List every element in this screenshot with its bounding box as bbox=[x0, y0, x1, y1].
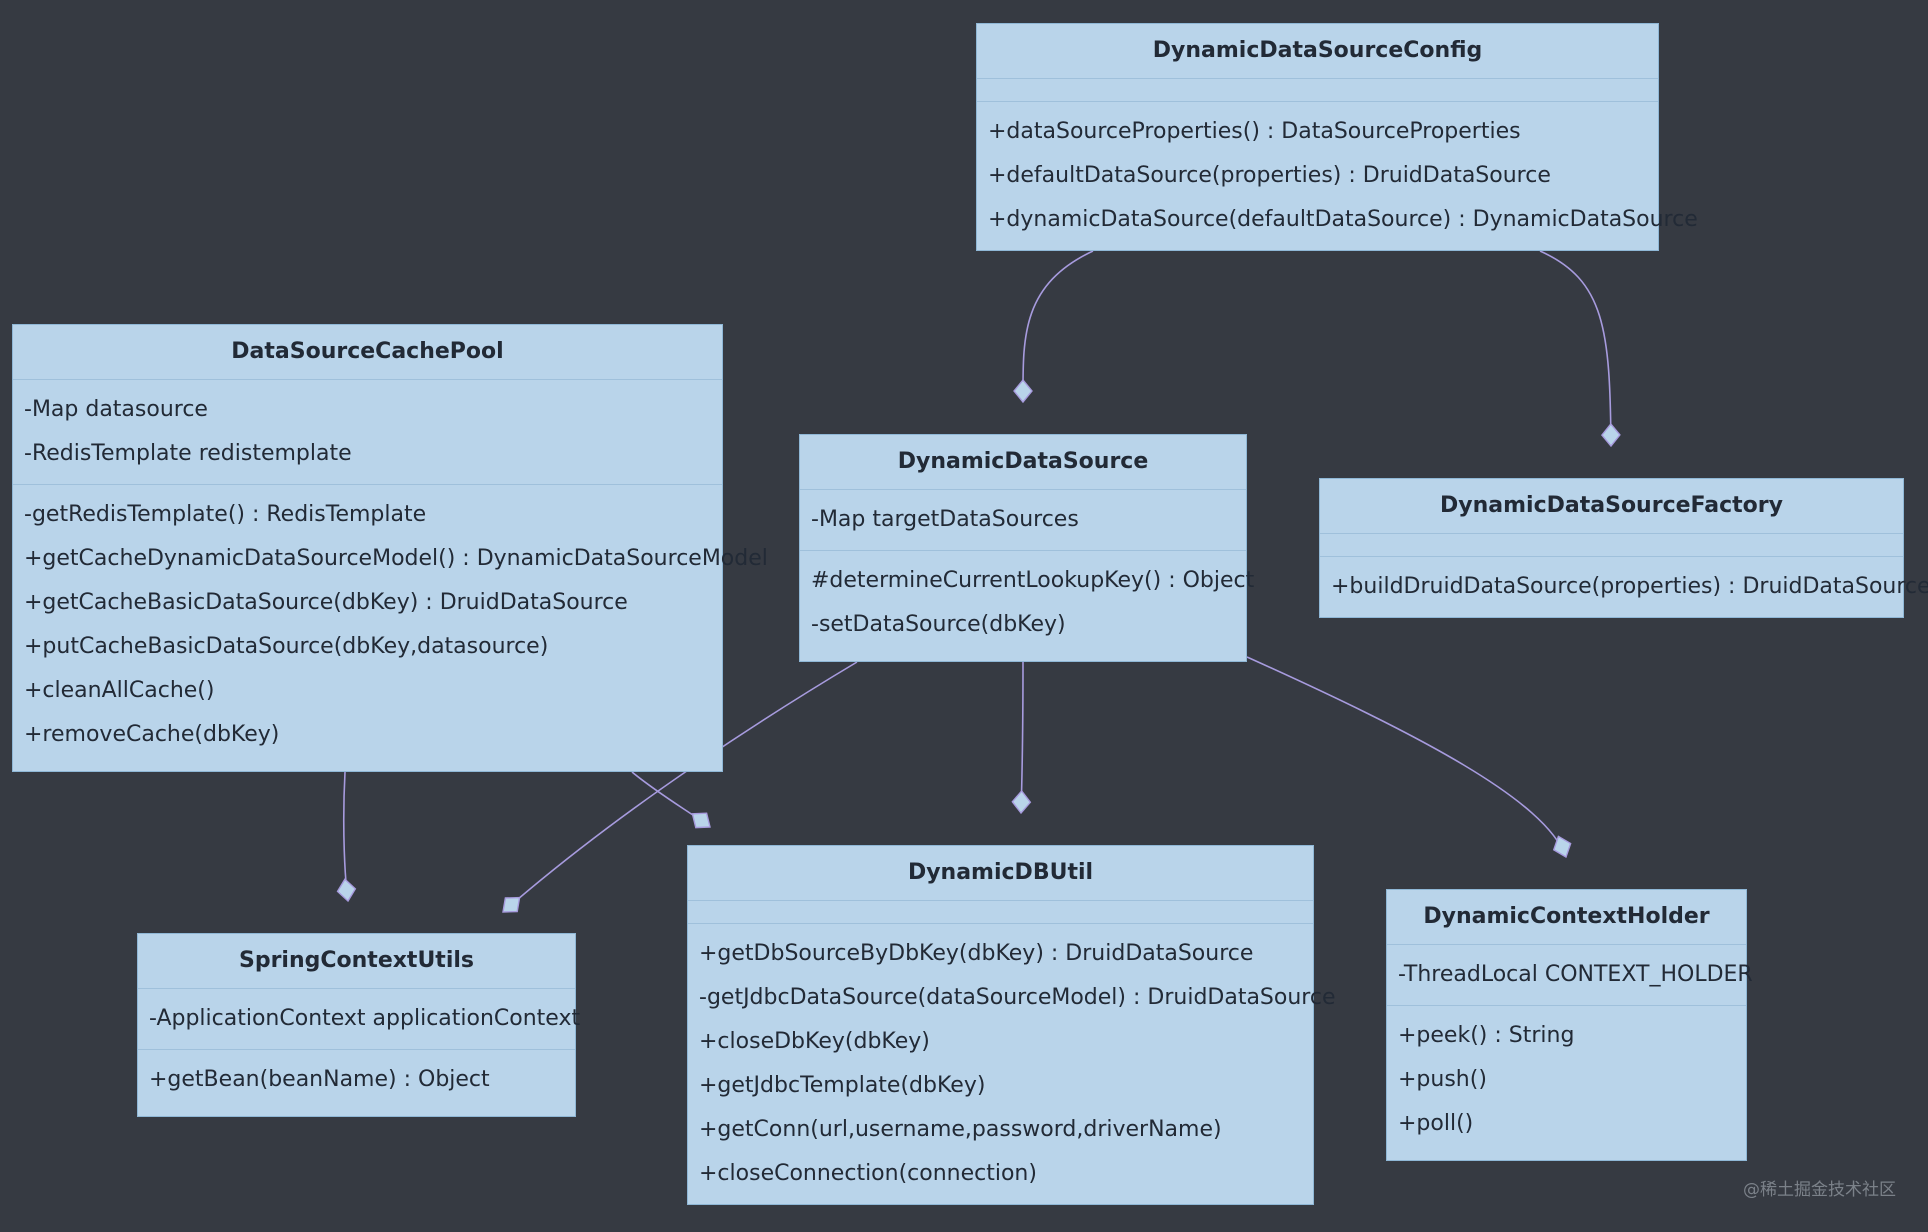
method: +poll() bbox=[1398, 1111, 1474, 1136]
class-dynamic-context-holder[interactable]: DynamicContextHolder -ThreadLocal CONTEX… bbox=[1386, 889, 1753, 1161]
attributes-section: -Map targetDataSources bbox=[800, 489, 1246, 550]
class-spring-context-utils[interactable]: SpringContextUtils -ApplicationContext a… bbox=[137, 933, 581, 1117]
attribute: -Map targetDataSources bbox=[811, 507, 1079, 532]
class-dynamic-db-util[interactable]: DynamicDBUtil +getDbSourceByDbKey(dbKey)… bbox=[687, 845, 1336, 1205]
method: +push() bbox=[1398, 1067, 1487, 1092]
watermark: @稀土掘金技术社区 bbox=[1743, 1180, 1896, 1200]
method: +getBean(beanName) : Object bbox=[149, 1067, 490, 1092]
method: +putCacheBasicDataSource(dbKey,datasourc… bbox=[24, 634, 549, 659]
method: -getJdbcDataSource(dataSourceModel) : Dr… bbox=[699, 985, 1336, 1010]
methods-section: -getRedisTemplate() : RedisTemplate +get… bbox=[13, 484, 768, 765]
attribute: -ThreadLocal CONTEXT_HOLDER bbox=[1398, 962, 1753, 987]
composition-diamond-cachepool-dbutil bbox=[691, 812, 711, 829]
class-dynamic-datasource-config[interactable]: DynamicDataSourceConfig +dataSourcePrope… bbox=[976, 23, 1698, 251]
method: #determineCurrentLookupKey() : Object bbox=[811, 568, 1255, 593]
method: +getDbSourceByDbKey(dbKey) : DruidDataSo… bbox=[699, 941, 1254, 966]
composition-diamond-cachepool-spring bbox=[336, 878, 357, 903]
methods-section: +getBean(beanName) : Object bbox=[138, 1049, 575, 1110]
method: +dynamicDataSource(defaultDataSource) : … bbox=[988, 207, 1698, 232]
method: +closeConnection(connection) bbox=[699, 1161, 1037, 1186]
class-name: DynamicDataSource bbox=[897, 449, 1149, 474]
class-dynamic-datasource-factory[interactable]: DynamicDataSourceFactory +buildDruidData… bbox=[1319, 478, 1928, 618]
methods-section: +buildDruidDataSource(properties) : Drui… bbox=[1320, 556, 1928, 617]
method: +dataSourceProperties() : DataSourceProp… bbox=[988, 119, 1521, 144]
composition-diamond-dynds-holder bbox=[1552, 835, 1572, 859]
composition-diamond-config-dynds bbox=[1013, 378, 1033, 404]
method: +defaultDataSource(properties) : DruidDa… bbox=[988, 163, 1551, 188]
class-dynamic-datasource[interactable]: DynamicDataSource -Map targetDataSources… bbox=[799, 434, 1255, 662]
relation-dynds-holder bbox=[1246, 656, 1567, 858]
class-name: DynamicDataSourceConfig bbox=[1152, 38, 1483, 63]
class-name: DataSourceCachePool bbox=[231, 339, 504, 364]
methods-section: +getDbSourceByDbKey(dbKey) : DruidDataSo… bbox=[688, 923, 1336, 1204]
attributes-section bbox=[1320, 533, 1903, 556]
relation-config-dynds bbox=[1022, 250, 1094, 403]
relation-config-factory bbox=[1539, 250, 1612, 447]
methods-section: +dataSourceProperties() : DataSourceProp… bbox=[977, 101, 1698, 250]
method: -setDataSource(dbKey) bbox=[811, 612, 1066, 637]
method: +closeDbKey(dbKey) bbox=[699, 1029, 930, 1054]
method: +removeCache(dbKey) bbox=[24, 722, 280, 747]
method: +getCacheDynamicDataSourceModel() : Dyna… bbox=[24, 546, 768, 571]
class-name: DynamicDataSourceFactory bbox=[1440, 493, 1783, 518]
class-name: DynamicContextHolder bbox=[1423, 904, 1710, 929]
attributes-section bbox=[977, 78, 1658, 101]
class-name: DynamicDBUtil bbox=[907, 860, 1094, 885]
methods-section: #determineCurrentLookupKey() : Object -s… bbox=[800, 550, 1255, 655]
method: +peek() : String bbox=[1398, 1023, 1575, 1048]
composition-diamond-dynds-spring bbox=[502, 896, 521, 913]
method: +getJdbcTemplate(dbKey) bbox=[699, 1073, 986, 1098]
method: +getCacheBasicDataSource(dbKey) : DruidD… bbox=[24, 590, 628, 615]
method: +getConn(url,username,password,driverNam… bbox=[699, 1117, 1222, 1142]
methods-section: +peek() : String +push() +poll() bbox=[1387, 1005, 1746, 1154]
attributes-section: -ThreadLocal CONTEXT_HOLDER bbox=[1387, 944, 1753, 1005]
attribute: -RedisTemplate redistemplate bbox=[24, 441, 352, 466]
class-name: SpringContextUtils bbox=[238, 948, 475, 973]
attributes-section: -ApplicationContext applicationContext bbox=[138, 988, 581, 1049]
attributes-section bbox=[688, 900, 1313, 923]
attribute: -Map datasource bbox=[24, 397, 208, 422]
attribute: -ApplicationContext applicationContext bbox=[149, 1006, 581, 1031]
method: +cleanAllCache() bbox=[24, 678, 215, 703]
class-datasource-cache-pool[interactable]: DataSourceCachePool -Map datasource -Red… bbox=[12, 324, 768, 772]
composition-diamond-config-factory bbox=[1601, 422, 1621, 448]
method: +buildDruidDataSource(properties) : Drui… bbox=[1331, 574, 1928, 599]
composition-diamond-dynds-dbutil bbox=[1011, 789, 1032, 815]
method: -getRedisTemplate() : RedisTemplate bbox=[24, 502, 427, 527]
attributes-section: -Map datasource -RedisTemplate redistemp… bbox=[13, 379, 722, 484]
